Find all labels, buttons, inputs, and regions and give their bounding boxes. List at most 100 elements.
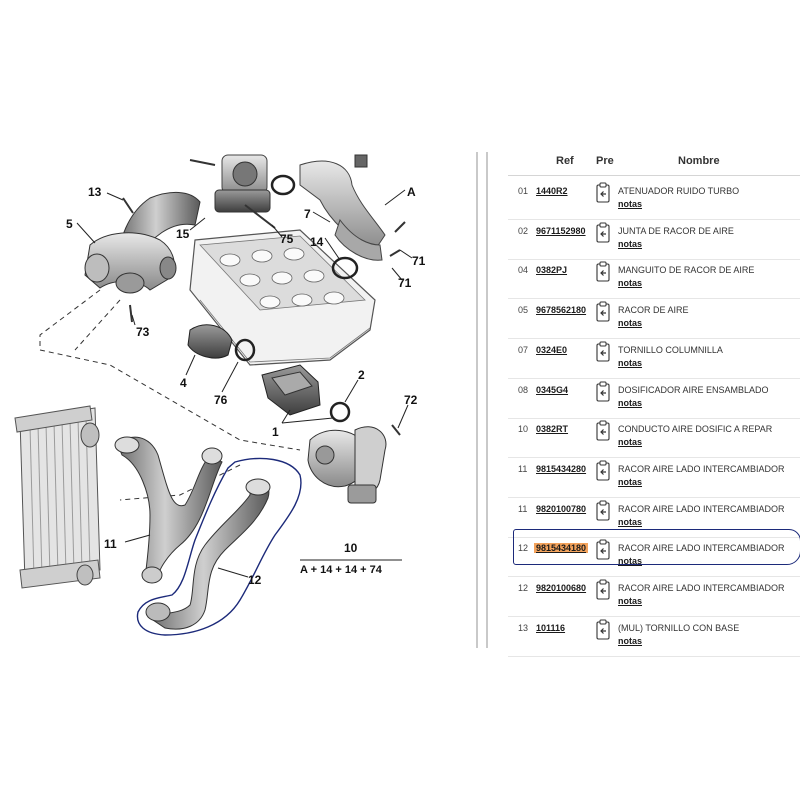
callout-4: 4 [180,376,187,390]
table-row[interactable]: 11 9820100780 RACOR AIRE LADO INTERCAMBIAD… [508,498,800,538]
part-name: DOSIFICADOR AIRE ENSAMBLADO [618,384,769,395]
row-divider [508,258,800,260]
part-ref-link[interactable]: 0382RT [536,424,569,435]
row-divider [508,338,800,340]
row-divider [508,496,800,498]
table-row[interactable]: 10 0382RT CONDUCTO AIRE DOSIFIC A REPAR not… [508,418,800,459]
table-row[interactable]: 12 9815434180 RACOR AIRE LADO INTERCAMBIAD… [508,537,800,578]
intercooler-illustration [14,405,101,589]
row-number: 01 [518,186,529,196]
turbocharger-illustration [307,426,387,504]
part-name: CONDUCTO AIRE DOSIFIC A REPAR [618,424,773,435]
part-ref-link[interactable]: 101116 [536,622,566,633]
part-name: RACOR AIRE LADO INTERCAMBIADOR [618,503,785,514]
table-row[interactable]: 04 0382PJ MANGUITO DE RACOR DE AIRE notas [508,259,800,300]
table-row[interactable]: 12 9820100680 RACOR AIRE LADO INTERCAMBIAD… [508,577,800,617]
row-number: 04 [518,265,529,276]
clipboard-add-icon[interactable] [594,500,612,522]
notes-link[interactable]: notas [618,238,643,249]
notes-link[interactable]: notas [618,556,643,567]
clipboard-add-icon[interactable] [594,619,612,641]
clipboard-add-icon[interactable] [594,381,612,403]
part-name: RACOR AIRE LADO INTERCAMBIADOR [618,583,785,593]
notes-link[interactable]: notas [618,476,643,487]
notes-link[interactable]: notas [618,437,643,448]
row-divider [508,655,800,657]
clipboard-add-icon[interactable] [594,341,612,363]
callout-75: 75 [280,232,294,246]
column-header-name[interactable]: Nombre [678,155,720,167]
callout-72: 72 [404,393,418,407]
callout-76: 76 [214,393,228,407]
notes-link[interactable]: notas [618,318,643,329]
notes-link[interactable]: notas [618,596,643,606]
notes-link[interactable]: notas [618,635,643,646]
clipboard-add-icon[interactable] [594,182,612,204]
part-name: TORNILLO COLUMNILLA [618,344,723,355]
intake-manifold-illustration [299,154,406,280]
clipboard-add-icon[interactable] [594,301,612,323]
clipboard-add-icon[interactable] [594,539,612,561]
kit-10-formula: A + 14 + 14 + 74 [300,564,383,576]
part-ref-link[interactable]: 9815434280 [536,463,587,474]
part-name: RACOR AIRE LADO INTERCAMBIADOR [618,463,785,474]
part-ref-link[interactable]: 9678562180 [536,305,587,316]
part-ref-link[interactable]: 9671152980 [536,225,586,236]
part-ref-link[interactable]: 0345G4 [536,384,569,395]
notes-link[interactable]: notas [618,397,643,408]
part-name: RACOR AIRE LADO INTERCAMBIADOR [618,543,785,554]
row-number: 12 [518,583,529,593]
callout-13: 13 [88,185,102,199]
callout-15: 15 [176,227,190,241]
callout-12: 12 [248,573,262,587]
row-divider [508,298,800,300]
part-ref-link[interactable]: 9820100680 [536,583,587,593]
row-number: 12 [518,543,529,554]
exploded-parts-diagram: 13 5 15 75 7 A 14 71 71 73 4 76 2 72 1 1… [0,150,470,650]
callout-1: 1 [272,425,279,439]
notes-link[interactable]: notas [618,357,643,368]
notes-link[interactable]: notas [618,278,643,289]
callout-71-lower: 71 [398,276,412,290]
notes-link[interactable]: notas [618,516,643,527]
column-header-pre[interactable]: Pre [596,155,614,167]
clipboard-add-icon[interactable] [594,222,612,244]
part-ref-link[interactable]: 9815434180 [534,543,589,554]
notes-link[interactable]: notas [618,199,643,209]
callout-5: 5 [66,217,73,231]
part-name: MANGUITO DE RACOR DE AIRE [618,265,755,276]
row-divider [508,576,800,578]
callout-A: A [407,185,416,199]
row-divider [508,219,800,220]
callout-11: 11 [104,537,117,551]
clipboard-add-icon[interactable] [594,420,612,442]
pipe-12-illustration [145,478,271,630]
part-ref-link[interactable]: 9820100780 [536,503,587,514]
hose-and-clamp-illustration [187,324,256,362]
clipboard-add-icon[interactable] [594,261,612,283]
selected-row-outline [513,529,800,565]
part-name: JUNTA DE RACOR DE AIRE [618,225,734,236]
clipboard-add-icon[interactable] [594,460,612,482]
panel-scrollbar-track[interactable] [486,152,488,648]
row-number: 10 [518,424,529,435]
pipe-11-illustration [114,436,223,584]
clipboard-add-icon[interactable] [594,579,612,601]
part-name: (MUL) TORNILLO CON BASE [618,622,740,633]
row-number: 05 [518,305,529,316]
part-ref-link[interactable]: 1440R2 [536,186,568,196]
column-header-ref[interactable]: Ref [556,155,574,167]
part-ref-link[interactable]: 0324E0 [536,344,568,355]
part-ref-link[interactable]: 0382PJ [536,265,568,276]
throttle-body-illustration [189,154,296,229]
row-number: 11 [518,503,528,514]
air-intake-elbow-illustration [84,192,201,323]
row-divider [508,377,800,379]
